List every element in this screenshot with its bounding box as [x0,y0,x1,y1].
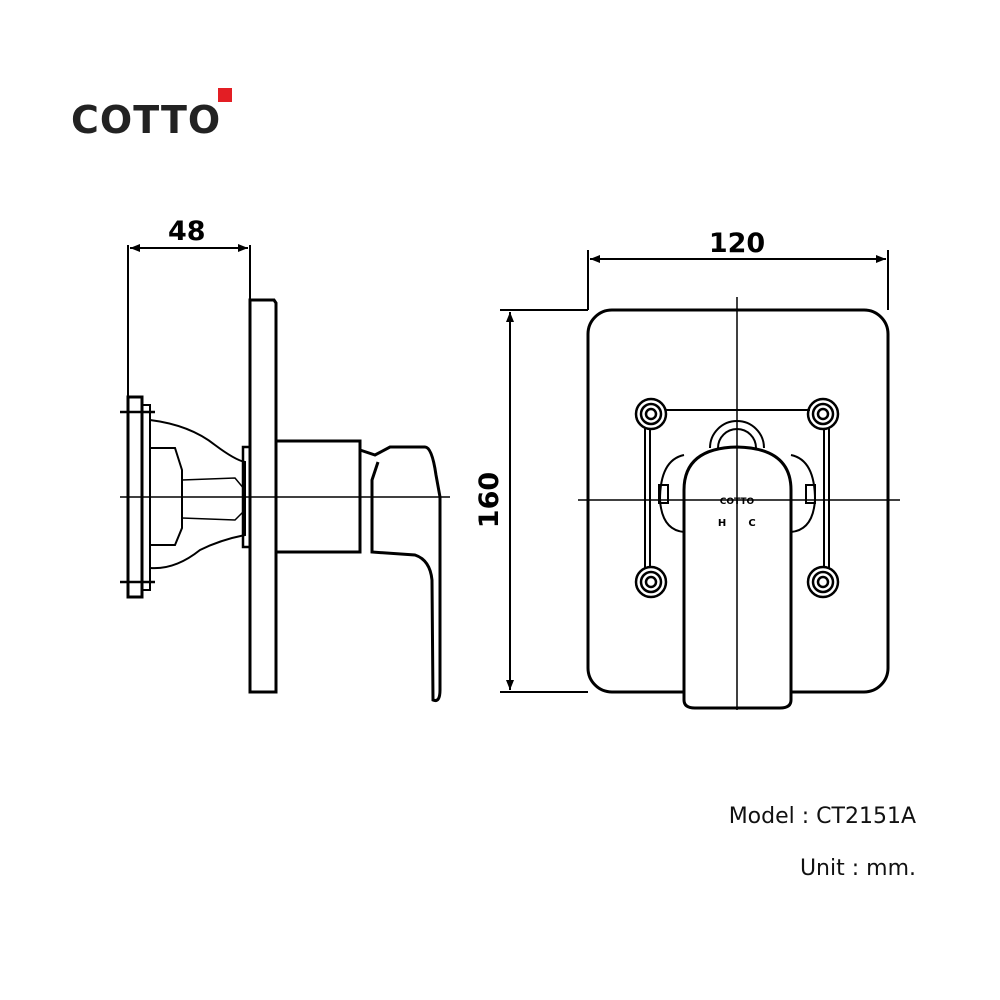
unit-label: Unit : mm. [799,856,916,881]
logo-red-square [218,88,232,102]
front-view [500,250,900,710]
handle-brand-mark: COTTO [720,497,755,507]
hot-mark: H [718,518,726,529]
cotto-logo: COTTO [71,88,232,142]
svg-text:COTTO: COTTO [71,98,221,142]
width-dimension-label: 120 [709,228,765,259]
height-dimension-label: 160 [474,472,505,528]
depth-dimension-label: 48 [168,216,206,247]
model-label: Model : CT2151A [728,804,916,829]
cold-mark: C [748,518,755,529]
screw-icon [634,397,840,599]
side-view [120,244,450,702]
